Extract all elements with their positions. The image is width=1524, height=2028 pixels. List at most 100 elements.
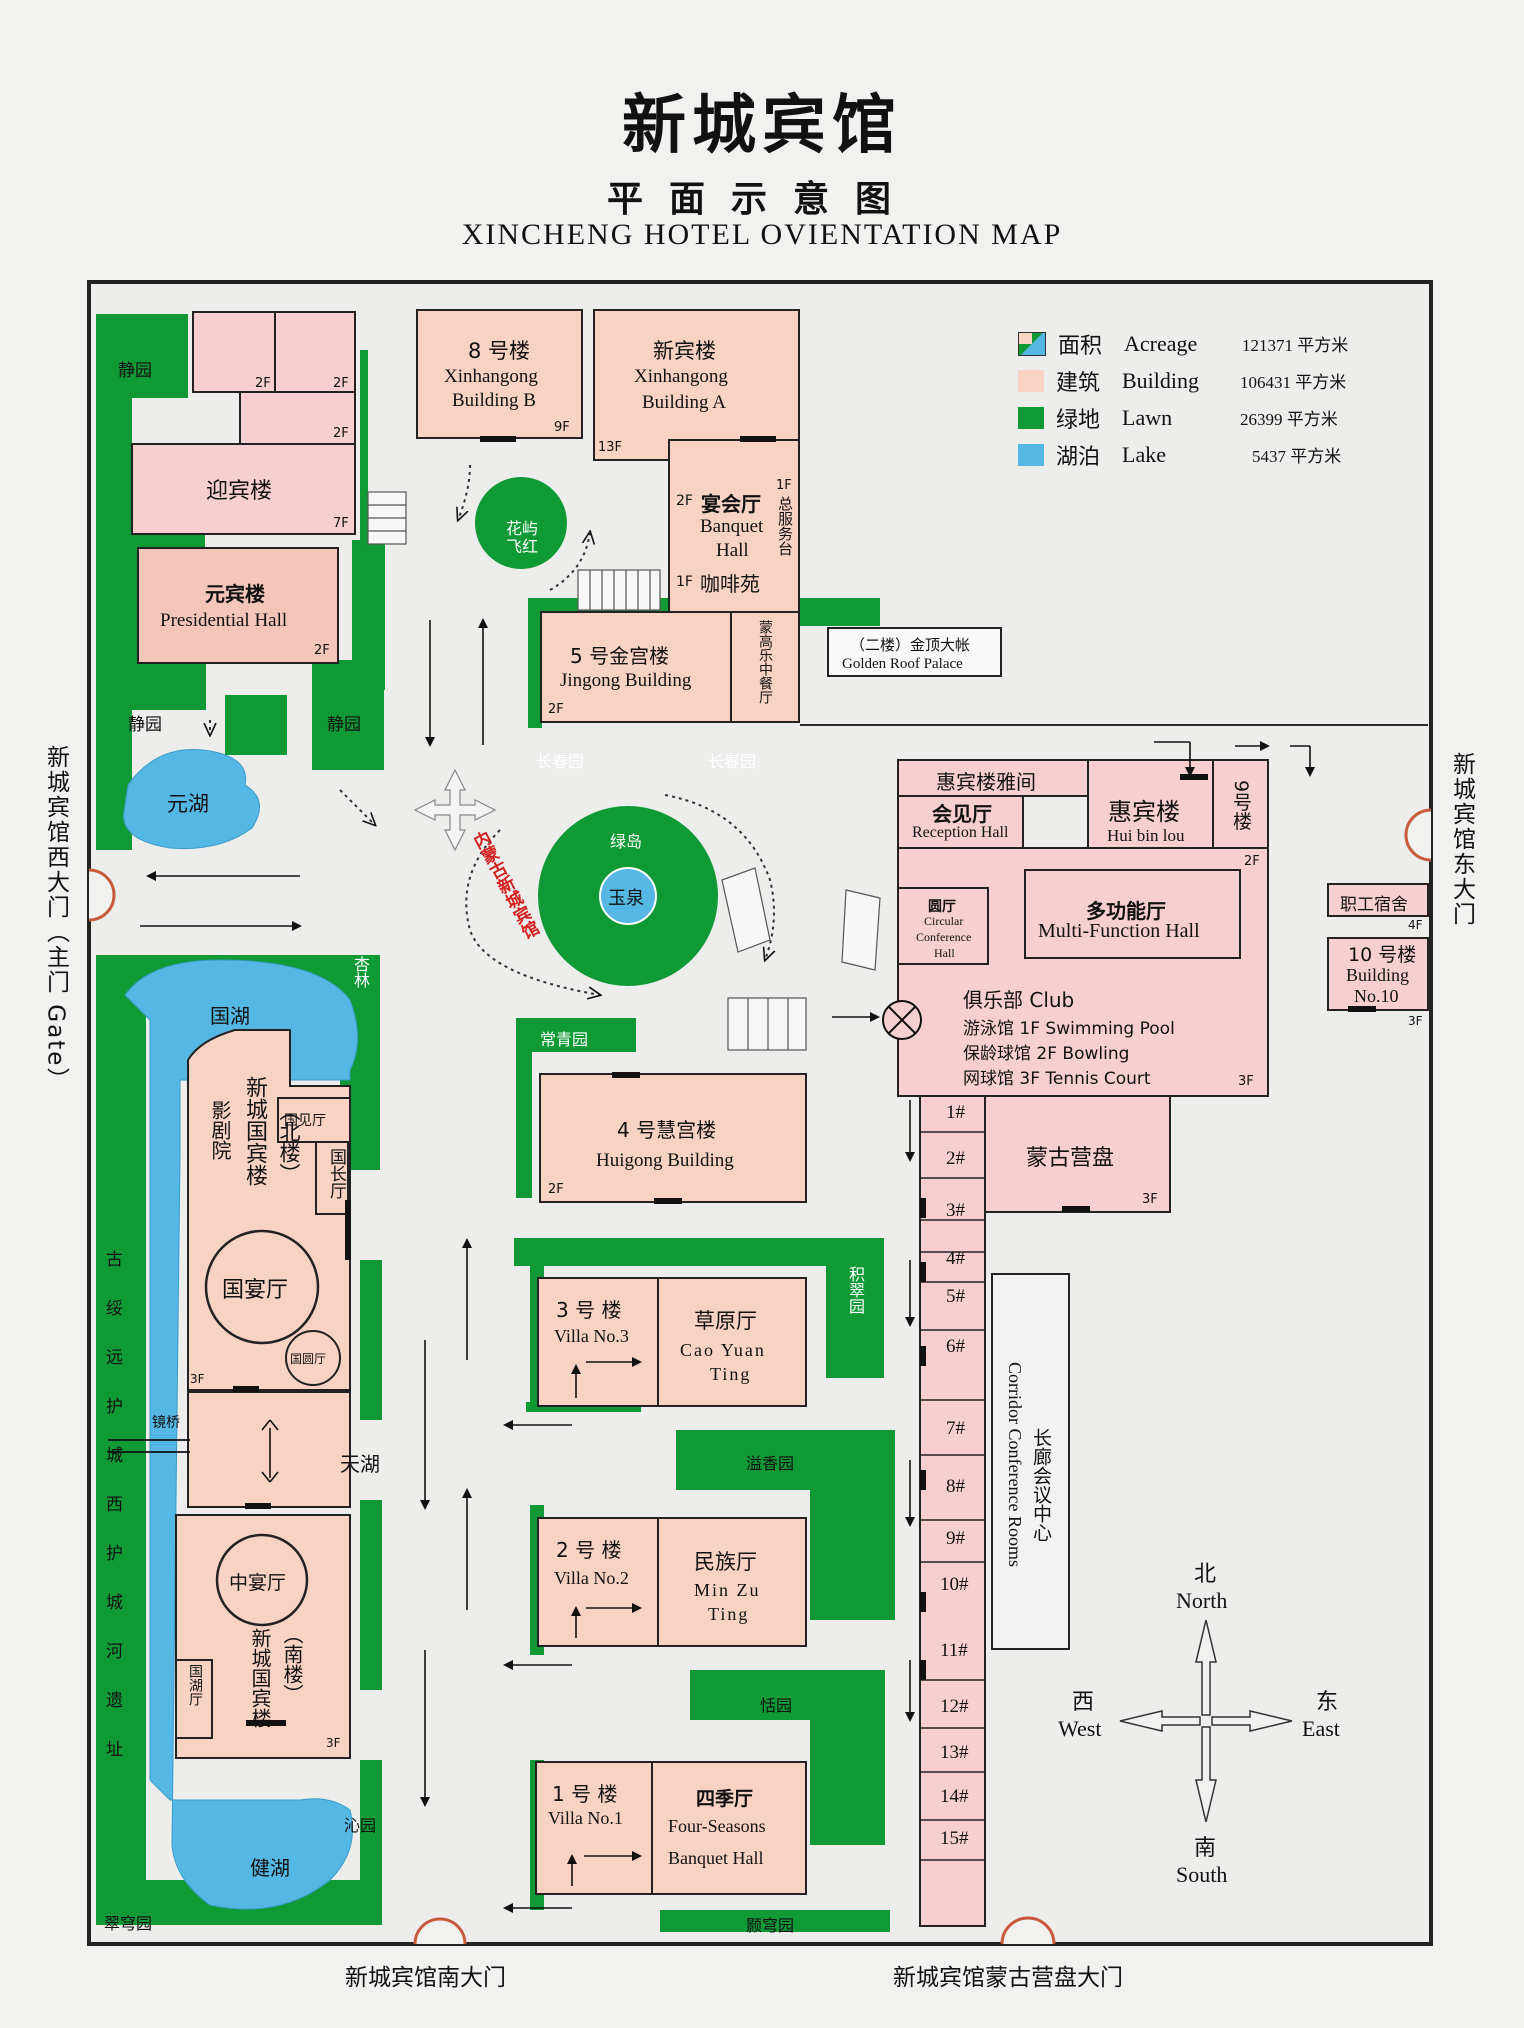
b10-en1: Building bbox=[1346, 965, 1410, 985]
map-title-cn: 新城宾馆 bbox=[622, 88, 902, 163]
haoqiong-label: 颢穹园 bbox=[746, 1916, 795, 1935]
yuanbin-cn: 元宾楼 bbox=[205, 582, 265, 606]
room-number: 7# bbox=[946, 1418, 965, 1439]
yingbin-label: 迎宾楼 bbox=[206, 479, 273, 504]
floor-label: 2F bbox=[333, 376, 349, 391]
minzu-en1: Min Zu bbox=[694, 1580, 761, 1600]
yuanbin-en: Presidential Hall bbox=[160, 610, 288, 631]
cuiqiong-label: 翠穹园 bbox=[104, 1914, 153, 1933]
guoyan-label: 国宴厅 bbox=[222, 1278, 289, 1303]
room-number: 6# bbox=[946, 1336, 965, 1357]
floor-label: 3F bbox=[1142, 1192, 1158, 1207]
corridor-en: Corridor Conference Rooms bbox=[1005, 1362, 1025, 1567]
jingyuan-label-2: 静园 bbox=[128, 715, 162, 735]
legend-cn: 湖泊 bbox=[1056, 444, 1101, 470]
mongol-camp-label: 蒙古营盘 bbox=[1026, 1146, 1115, 1171]
golden-roof-cn: （二楼）金顶大帐 bbox=[850, 636, 971, 654]
club-title: 俱乐部 Club bbox=[963, 988, 1075, 1012]
banquet-en1: Banquet bbox=[700, 516, 764, 537]
floor-label: 1F bbox=[676, 574, 693, 590]
b5-en: Jingong Building bbox=[560, 670, 692, 691]
map-title-en: XINCHENG HOTEL OVIENTATION MAP bbox=[461, 218, 1063, 251]
guojian-label: 国见厅 bbox=[284, 1113, 326, 1129]
room-number: 12# bbox=[940, 1696, 969, 1717]
mirror-bridge-label: 镜桥 bbox=[152, 1415, 180, 1431]
jianhu-label: 健湖 bbox=[250, 1856, 290, 1880]
legend-item-acreage: 面积 Acreage 121371 平方米 bbox=[1018, 325, 1398, 362]
changchun-label-1: 长春园 bbox=[536, 752, 585, 771]
yuanting-cn: 圆厅 bbox=[928, 899, 956, 915]
floor-label: 2F bbox=[314, 643, 330, 658]
yuanhu-label: 元湖 bbox=[167, 792, 209, 816]
road-crossing-arrow bbox=[413, 768, 497, 852]
minzu-cn: 民族厅 bbox=[694, 1550, 757, 1574]
compass-south-cn: 南 bbox=[1194, 1836, 1217, 1861]
south-gate-label: 新城宾馆南大门 bbox=[345, 1965, 506, 1991]
xinglin-label: 杏林 bbox=[351, 956, 370, 988]
guochang-label: 国长厅 bbox=[326, 1148, 346, 1199]
zhongyan-circle bbox=[215, 1533, 309, 1627]
tianyuan-label: 恬园 bbox=[760, 1696, 793, 1715]
floor-label: 3F bbox=[190, 1372, 205, 1386]
b4-en: Huigong Building bbox=[596, 1150, 734, 1171]
north-tag-label: （北楼） bbox=[277, 1100, 301, 1184]
room-number: 1# bbox=[946, 1102, 965, 1123]
minzu-en2: Ting bbox=[708, 1604, 750, 1624]
compass-south-en: South bbox=[1176, 1862, 1228, 1887]
huijian-en: Reception Hall bbox=[912, 824, 1009, 841]
south-tag-label: （南楼） bbox=[280, 1624, 304, 1704]
legend-cn: 建筑 bbox=[1056, 370, 1101, 396]
floor-label: 13F bbox=[598, 440, 623, 455]
room-number: 15# bbox=[940, 1828, 969, 1849]
b8-en2: Building B bbox=[452, 390, 536, 411]
changchun-label-2: 长春园 bbox=[708, 752, 757, 771]
v1-en: Villa No.1 bbox=[548, 1808, 623, 1828]
siji-en2: Banquet Hall bbox=[668, 1848, 764, 1868]
lvdao-label: 绿岛 bbox=[610, 832, 643, 851]
road-arrows bbox=[140, 618, 1428, 1913]
yuanting-en3: Hall bbox=[934, 946, 955, 960]
east-gate-label: 新城宾馆东大门 bbox=[1448, 752, 1475, 927]
map-subtitle-cn: 平面示意图 bbox=[606, 179, 917, 220]
qinyuan-label: 沁园 bbox=[344, 1816, 377, 1835]
huibin-cn: 惠宾楼 bbox=[1108, 798, 1180, 826]
floor-label: 2F bbox=[548, 702, 564, 717]
legend-cn: 面积 bbox=[1058, 333, 1103, 359]
legend-value: 26399 平方米 bbox=[1240, 410, 1338, 429]
huibin-yajian: 惠宾楼雅间 bbox=[936, 770, 1036, 794]
compass-east-cn: 东 bbox=[1316, 1690, 1339, 1715]
floor-label: 3F bbox=[326, 1736, 341, 1750]
legend-value: 106431 平方米 bbox=[1240, 373, 1347, 392]
changqing-label: 常青园 bbox=[540, 1030, 589, 1049]
service-desk-label: 总服务台 bbox=[776, 496, 794, 556]
building-swatch bbox=[1018, 369, 1044, 392]
yixiang-label: 溢香园 bbox=[746, 1454, 795, 1473]
floor-label: 2F bbox=[333, 426, 349, 441]
room-number: 4# bbox=[946, 1248, 965, 1269]
xinbin-en2: Building A bbox=[642, 392, 726, 413]
floor-label: 4F bbox=[1408, 918, 1423, 932]
room-number: 5# bbox=[946, 1286, 965, 1307]
b9-label: 9号楼 bbox=[1230, 780, 1252, 831]
huijian-cn: 会见厅 bbox=[932, 802, 992, 826]
south-bldg-label: 新城国宾楼 bbox=[248, 1628, 272, 1728]
guoyuan-circle bbox=[285, 1330, 341, 1386]
compass-north-cn: 北 bbox=[1194, 1562, 1217, 1587]
legend-item-lake: 湖泊 Lake 5437 平方米 bbox=[1018, 436, 1398, 473]
floor-label: 9F bbox=[554, 420, 570, 435]
legend-item-building: 建筑 Building 106431 平方米 bbox=[1018, 362, 1398, 399]
steps bbox=[367, 491, 881, 1051]
roundabout-arrows bbox=[210, 464, 774, 995]
jingyuan-label-3: 静园 bbox=[327, 715, 361, 735]
b4-cn: 4 号慧宫楼 bbox=[617, 1118, 717, 1142]
legend-item-lawn: 绿地 Lawn 26399 平方米 bbox=[1018, 399, 1398, 436]
floor-label: 2F bbox=[255, 376, 271, 391]
gate-arches bbox=[88, 808, 1432, 1945]
room-number: 10# bbox=[940, 1574, 969, 1595]
b8-cn: 8 号楼 bbox=[468, 339, 531, 363]
jingyuan-label-1: 静园 bbox=[118, 361, 152, 381]
theatre-label: 影剧院 bbox=[208, 1100, 232, 1160]
floor-label: 3F bbox=[1408, 1014, 1423, 1028]
v3-en: Villa No.3 bbox=[554, 1326, 629, 1346]
banquet-cn: 宴会厅 bbox=[701, 492, 761, 516]
